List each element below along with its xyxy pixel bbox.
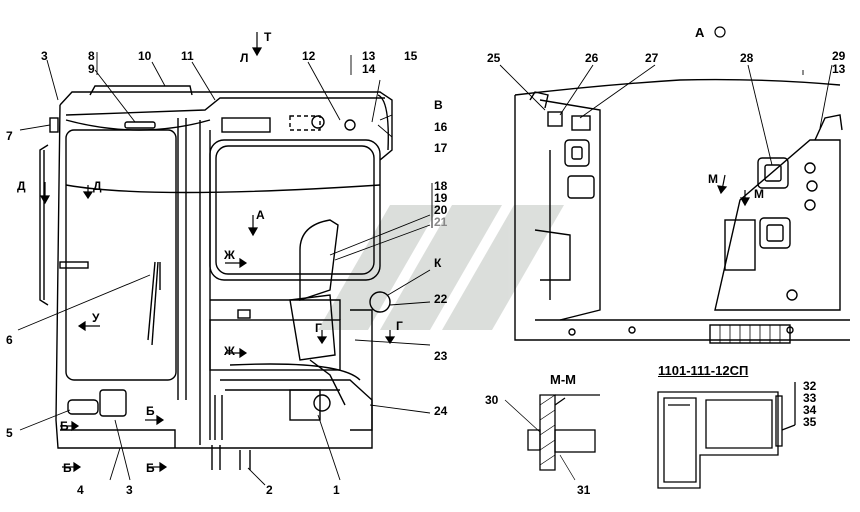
view-mark-a: А — [256, 208, 265, 222]
view-mark-m-right: М — [754, 187, 764, 201]
callout-18: 18 — [434, 179, 448, 193]
view-mark-t: Т — [264, 30, 272, 44]
callout-24: 24 — [434, 404, 448, 418]
view-mark-b-door: Б — [60, 419, 69, 433]
callout-15: 15 — [404, 49, 418, 63]
callout-6: 6 — [6, 333, 13, 347]
callout-3-bottom: 3 — [126, 483, 133, 497]
callout-22: 22 — [434, 292, 448, 306]
callout-1: 1 — [333, 483, 340, 497]
callout-14: 14 — [362, 62, 376, 76]
callout-8: 8 — [88, 49, 95, 63]
callout-13-view-a: 13 — [832, 62, 846, 76]
callout-29: 29 — [832, 49, 846, 63]
callout-20: 20 — [434, 203, 448, 217]
callout-32: 32 — [803, 379, 817, 393]
callout-13: 13 — [362, 49, 376, 63]
view-mark-d-left: Д — [17, 179, 26, 193]
callout-7: 7 — [6, 129, 13, 143]
view-mark-b-bottom-left: Б — [63, 461, 72, 475]
view-mark-b-mid: Б — [146, 404, 155, 418]
callout-17: 17 — [434, 141, 448, 155]
view-a-title: А — [695, 25, 705, 40]
callout-35: 35 — [803, 415, 817, 429]
view-mark-k: К — [434, 256, 442, 270]
view-a-rotation-symbol — [714, 26, 726, 38]
callout-21: 21 — [434, 215, 448, 229]
callout-27: 27 — [645, 51, 659, 65]
callout-4: 4 — [77, 483, 84, 497]
section-mm-hatch — [504, 394, 576, 481]
view-mark-g-left: Г — [315, 321, 322, 335]
callout-3-top: 3 — [41, 49, 48, 63]
callout-31: 31 — [577, 483, 591, 497]
callout-10: 10 — [138, 49, 152, 63]
view-a-grille — [719, 325, 781, 343]
callout-19: 19 — [434, 191, 448, 205]
callout-2: 2 — [266, 483, 273, 497]
callout-28: 28 — [740, 51, 754, 65]
view-mark-zh-upper: Ж — [224, 248, 235, 262]
callout-5: 5 — [6, 426, 13, 440]
leader-lines-main — [17, 52, 433, 486]
cabin-main-view — [39, 85, 393, 470]
leader-lines-view-a — [499, 64, 833, 166]
part-number-title: 1101-111-12СП — [658, 363, 749, 378]
part-drawing — [657, 382, 796, 489]
view-mark-d-right: Д — [93, 179, 102, 193]
section-mm-title: М-М — [550, 372, 576, 387]
view-arrows — [39, 32, 751, 473]
view-mark-g-right: Г — [396, 319, 403, 333]
watermark-logo — [318, 205, 564, 330]
callout-9: 9 — [88, 62, 95, 76]
view-mark-b-bottom-right: Б — [146, 461, 155, 475]
view-mark-zh-lower: Ж — [224, 344, 235, 358]
view-mark-l: Л — [240, 51, 249, 65]
view-mark-v: В — [434, 98, 443, 112]
callout-34: 34 — [803, 403, 817, 417]
callout-12: 12 — [302, 49, 316, 63]
callout-26: 26 — [585, 51, 599, 65]
view-a-drawing — [514, 78, 850, 344]
callout-11: 11 — [181, 49, 194, 63]
callout-16: 16 — [434, 120, 448, 134]
view-mark-u: У — [92, 311, 100, 325]
callout-33: 33 — [803, 391, 817, 405]
callout-30: 30 — [485, 393, 499, 407]
callout-23: 23 — [434, 349, 448, 363]
section-mm-drawing — [527, 394, 600, 471]
callout-25: 25 — [487, 51, 501, 65]
view-mark-m-left: М — [708, 172, 718, 186]
